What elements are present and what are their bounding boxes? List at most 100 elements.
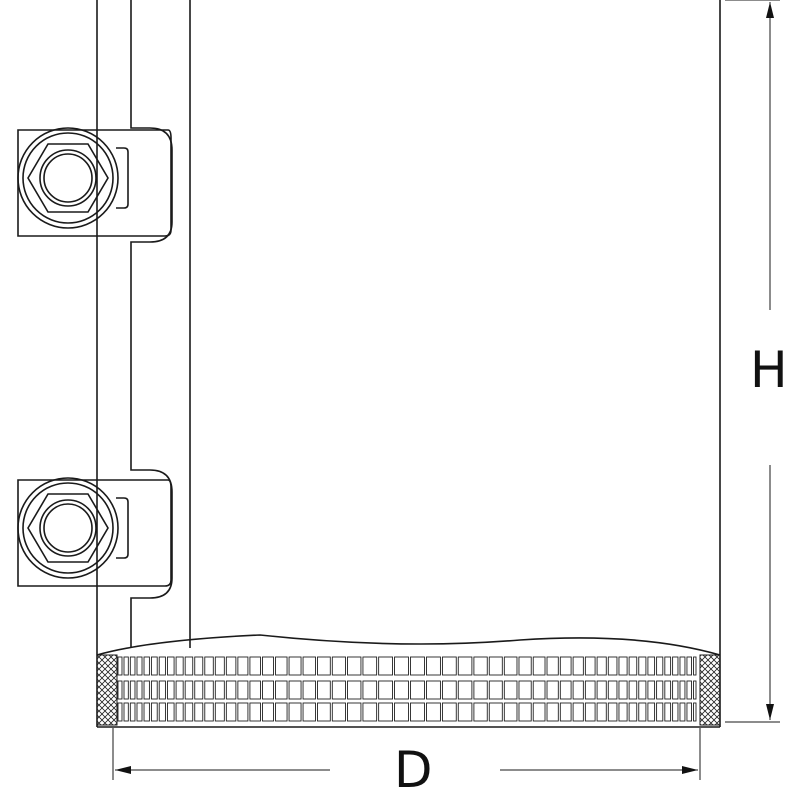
- gasket-hatch-left: [96, 654, 118, 726]
- gasket-cell: [518, 656, 532, 676]
- gasket-cell: [647, 656, 656, 676]
- gasket-cell: [288, 656, 302, 676]
- gasket-cell: [225, 656, 237, 676]
- gasket-cell: [693, 656, 697, 676]
- gasket-cell: [693, 680, 697, 700]
- gasket-cell: [214, 656, 225, 676]
- gasket-cell: [237, 656, 249, 676]
- gasket-cell: [584, 702, 596, 722]
- gasket-cell: [638, 702, 647, 722]
- gasket-cell: [457, 702, 473, 722]
- gasket-cell: [194, 680, 204, 700]
- gasket-cell: [262, 680, 274, 700]
- dimension-label-d: D: [394, 741, 433, 799]
- gasket-cell: [410, 656, 425, 676]
- gasket-cell: [473, 680, 488, 700]
- gasket-cell: [194, 656, 204, 676]
- gasket-cell: [410, 680, 425, 700]
- gasket-cell: [638, 656, 647, 676]
- gasket-cell: [559, 656, 572, 676]
- gasket-cell: [394, 680, 409, 700]
- gasket-cell: [123, 702, 129, 722]
- gasket-cell: [488, 656, 503, 676]
- gasket-cell: [150, 702, 158, 722]
- gasket-cell: [302, 702, 316, 722]
- dimension-diameter: [112, 728, 701, 780]
- gasket-cell: [596, 702, 607, 722]
- gasket-cell: [686, 702, 692, 722]
- gasket-cell: [679, 702, 686, 722]
- gasket-cell: [166, 702, 175, 722]
- gasket-cell: [572, 702, 584, 722]
- gasket-cell: [679, 656, 686, 676]
- gasket-cell: [596, 680, 607, 700]
- bolt-top: [17, 127, 172, 237]
- gasket-cell: [656, 680, 664, 700]
- gasket-cell: [158, 702, 166, 722]
- gasket-cell: [317, 656, 331, 676]
- gasket-cell: [628, 680, 638, 700]
- gasket-cell: [656, 702, 664, 722]
- gasket-cell: [686, 680, 692, 700]
- gasket-cell: [559, 702, 572, 722]
- gasket-cell: [518, 680, 532, 700]
- gasket-cell: [672, 680, 679, 700]
- gasket-cell: [394, 656, 409, 676]
- gasket-cell: [175, 656, 184, 676]
- gasket-cell: [618, 702, 628, 722]
- gasket-cell: [686, 656, 692, 676]
- gasket-cell: [129, 680, 136, 700]
- gasket-cell: [532, 702, 546, 722]
- gasket-cell: [584, 656, 596, 676]
- gasket-cell: [503, 656, 518, 676]
- gasket-cell: [503, 702, 518, 722]
- gasket-band: [96, 634, 721, 726]
- clamp-body: [96, 0, 721, 728]
- gasket-cell: [129, 656, 136, 676]
- gasket-cell: [347, 656, 362, 676]
- gasket-cell: [664, 702, 672, 722]
- gasket-cell: [672, 702, 679, 722]
- gasket-cell: [117, 702, 123, 722]
- gasket-cell: [347, 702, 362, 722]
- gasket-cell: [473, 702, 488, 722]
- gasket-cell: [647, 680, 656, 700]
- gasket-cell: [302, 680, 316, 700]
- gasket-cell: [546, 680, 559, 700]
- arrow-up-icon: [766, 2, 774, 18]
- gasket-cell: [656, 656, 664, 676]
- gasket-cell: [362, 680, 378, 700]
- gasket-cell: [607, 656, 618, 676]
- gasket-cell: [488, 702, 503, 722]
- gasket-cell: [275, 680, 288, 700]
- gasket-cell: [378, 680, 393, 700]
- gasket-cell: [117, 680, 123, 700]
- gasket-cell: [559, 680, 572, 700]
- gasket-hatch-right: [699, 654, 721, 726]
- bolt-bottom: [17, 477, 172, 587]
- gasket-cell: [275, 656, 288, 676]
- gasket-cell: [546, 702, 559, 722]
- gasket-cell: [607, 680, 618, 700]
- gasket-cell: [331, 656, 346, 676]
- gasket-cell: [457, 656, 473, 676]
- gasket-cell: [628, 702, 638, 722]
- gasket-cell: [175, 702, 184, 722]
- gasket-cell: [426, 680, 441, 700]
- gasket-cell: [647, 702, 656, 722]
- gasket-cell: [693, 702, 697, 722]
- gasket-cell: [204, 680, 214, 700]
- gasket-cell: [347, 680, 362, 700]
- dimension-label-h: H: [750, 341, 788, 399]
- gasket-cell: [136, 702, 143, 722]
- gasket-cell: [618, 656, 628, 676]
- gasket-cell: [150, 656, 158, 676]
- gasket-cell: [262, 702, 274, 722]
- gasket-cell: [214, 680, 225, 700]
- gasket-cell: [204, 656, 214, 676]
- gasket-cell: [262, 656, 274, 676]
- gasket-cell: [302, 656, 316, 676]
- gasket-cell: [225, 702, 237, 722]
- arrow-right-icon: [682, 766, 698, 774]
